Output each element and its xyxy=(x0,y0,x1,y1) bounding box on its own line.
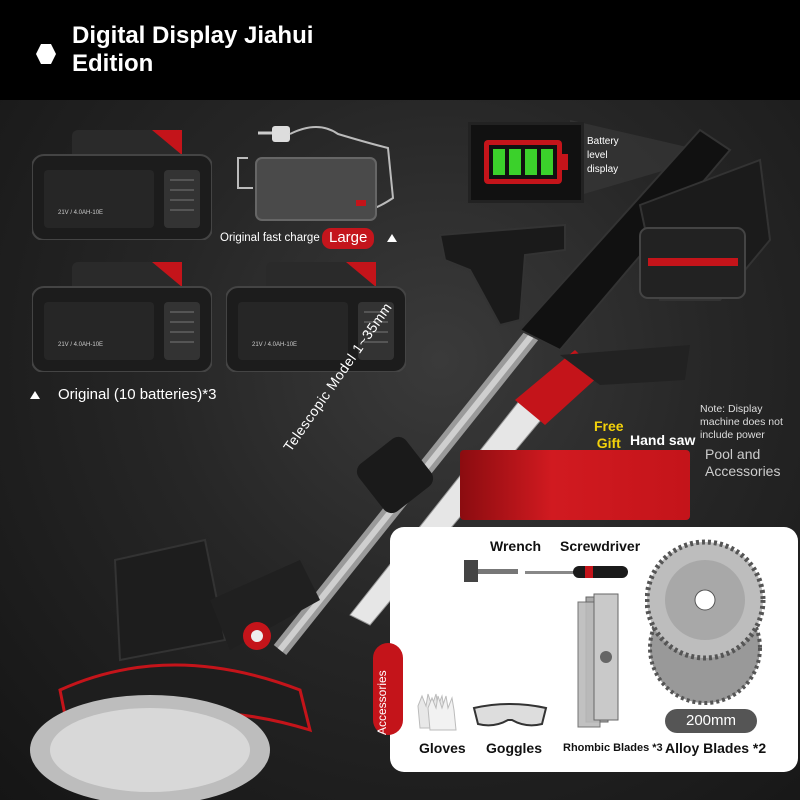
triangle-icon xyxy=(387,234,397,242)
large-badge: Large xyxy=(322,228,375,249)
rhombic-blades-icon xyxy=(577,593,619,728)
battery-model-label: 21V / 4.0AH-10E xyxy=(58,342,104,348)
accessories-tab xyxy=(373,643,403,735)
battery-model-label: 21V / 4.0AH-10E xyxy=(58,210,104,216)
wrench-label: Wrench xyxy=(490,538,542,554)
goggles-icon xyxy=(472,703,548,727)
screwdriver-icon xyxy=(525,566,628,578)
gloves-label: Gloves xyxy=(419,740,466,756)
hexagon-icon xyxy=(36,44,56,64)
wrench-icon xyxy=(464,560,518,582)
display-callout xyxy=(570,120,700,198)
battery-level-icon xyxy=(484,140,568,184)
accessories-tab-label: Accessories xyxy=(375,670,389,735)
batteries-label: Original (10 batteries)*3 xyxy=(58,386,217,403)
battery-pack-icon xyxy=(226,262,406,372)
charger-label: Original fast charge xyxy=(220,232,320,244)
battery-level-label: Battery level display xyxy=(587,136,619,175)
charger-icon xyxy=(237,126,395,221)
battery-pack-icon xyxy=(32,262,212,372)
free-gift-label: Free Gift xyxy=(594,418,624,451)
alloy-blades-icon xyxy=(645,539,766,705)
page-title: Digital Display Jiahui Edition xyxy=(72,22,314,77)
screwdriver-label: Screwdriver xyxy=(560,538,641,554)
header-bar: Digital Display Jiahui Edition xyxy=(0,0,800,100)
goggles-label: Goggles xyxy=(486,740,543,756)
battery-pack-icon xyxy=(32,130,212,240)
blade-size-badge: 200mm xyxy=(665,709,757,733)
gloves-icon xyxy=(417,693,457,731)
battery-level-display xyxy=(468,122,584,203)
hand-saw-label: Hand saw xyxy=(630,432,696,448)
battery-model-label: 21V / 4.0AH-10E xyxy=(252,342,298,348)
note-text: Note: Display machine does not include p… xyxy=(700,403,783,441)
pool-accessories-label: Pool and Accessories xyxy=(705,446,781,479)
rhombic-blades-label: Rhombic Blades *3 xyxy=(563,742,663,754)
alloy-blades-label: Alloy Blades *2 xyxy=(665,740,767,756)
red-band xyxy=(460,450,690,520)
triangle-icon xyxy=(30,391,40,399)
